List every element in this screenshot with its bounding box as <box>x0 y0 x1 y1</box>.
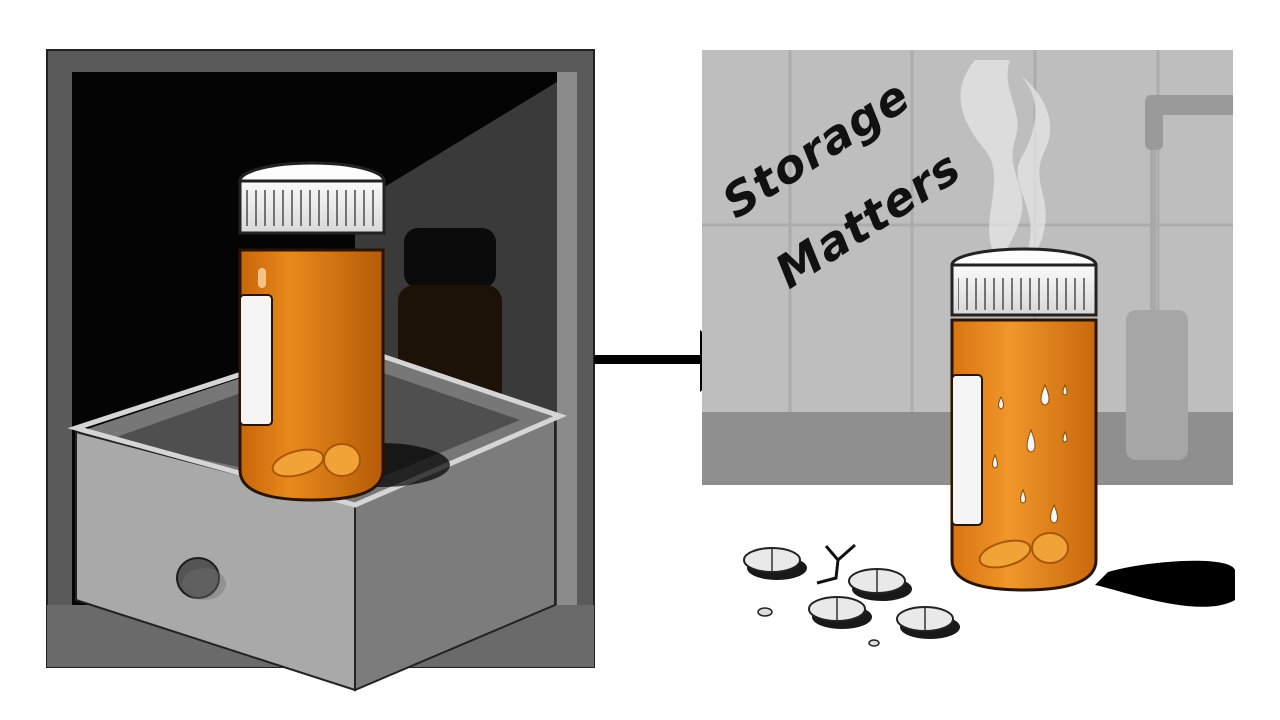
pill-bottle-right <box>950 247 1235 607</box>
drawer-knob <box>176 557 220 599</box>
capsule-icon <box>271 448 325 478</box>
capsule-icon <box>323 443 361 477</box>
crumbled-tablets <box>743 543 960 647</box>
steam-icon <box>960 60 1051 255</box>
crack-icon <box>816 543 856 585</box>
capsule-icon <box>978 539 1032 569</box>
tablet-icon <box>848 568 912 601</box>
tablet-icon <box>743 547 807 580</box>
tablet-icon <box>896 606 960 639</box>
tablet-icon <box>808 596 872 629</box>
condensation-droplets-icon <box>992 383 1068 524</box>
pill-bottle-left <box>238 161 450 502</box>
capsule-icon <box>1031 532 1069 564</box>
left-panel-cabinet <box>46 49 595 692</box>
faucet-icon <box>1126 95 1233 460</box>
right-panel-bathroom <box>702 50 1235 647</box>
